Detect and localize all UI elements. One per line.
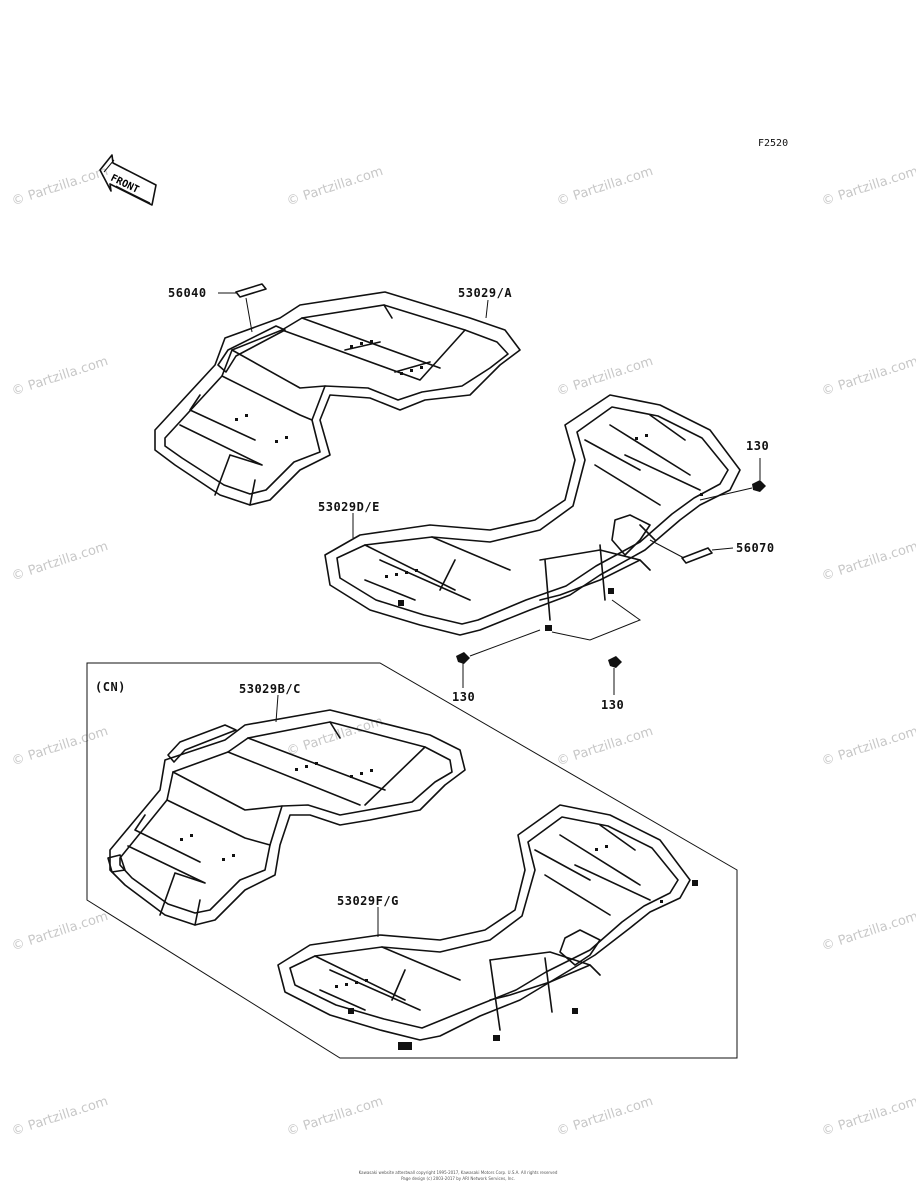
cn-variant-label: (CN) [95,680,126,694]
bolt-lower-right-icon [551,599,642,695]
rear-carrier-drawing [324,394,741,636]
cn-variant-frame [86,662,738,1059]
leader-front-carrier [485,299,489,319]
part-label-53029d-e[interactable]: 53029D/E [318,500,380,514]
front-carrier-cn-drawing [107,709,466,926]
sticker-56070-drawing [649,539,734,564]
leader-front-carrier-cn [275,694,279,723]
part-label-53029b-c[interactable]: 53029B/C [239,682,301,696]
figure-code: F2520 [758,138,789,149]
part-label-53029-a[interactable]: 53029/A [458,286,513,300]
part-label-56040[interactable]: 56040 [168,286,207,300]
part-label-130-upper[interactable]: 130 [746,439,770,453]
sticker-56040-drawing [218,283,267,333]
bolt-lower-left-icon [456,629,541,688]
bolt-upper-right-icon [699,458,766,501]
part-label-56070[interactable]: 56070 [736,541,775,555]
part-label-130-lower-right[interactable]: 130 [601,698,625,712]
part-label-53029f-g[interactable]: 53029F/G [337,894,399,908]
front-arrow-icon: FRONT [99,154,157,206]
footer-copyright: Kawasaki website attestwall copyright 19… [358,1170,558,1175]
front-arrow-label: FRONT [109,173,141,196]
rear-carrier-cn-drawing [277,804,698,1050]
part-label-130-lower-left[interactable]: 130 [452,690,476,704]
footer-design: Page design (c) 2003-2017 by ARI Network… [401,1176,515,1181]
front-carrier-drawing [154,291,521,506]
